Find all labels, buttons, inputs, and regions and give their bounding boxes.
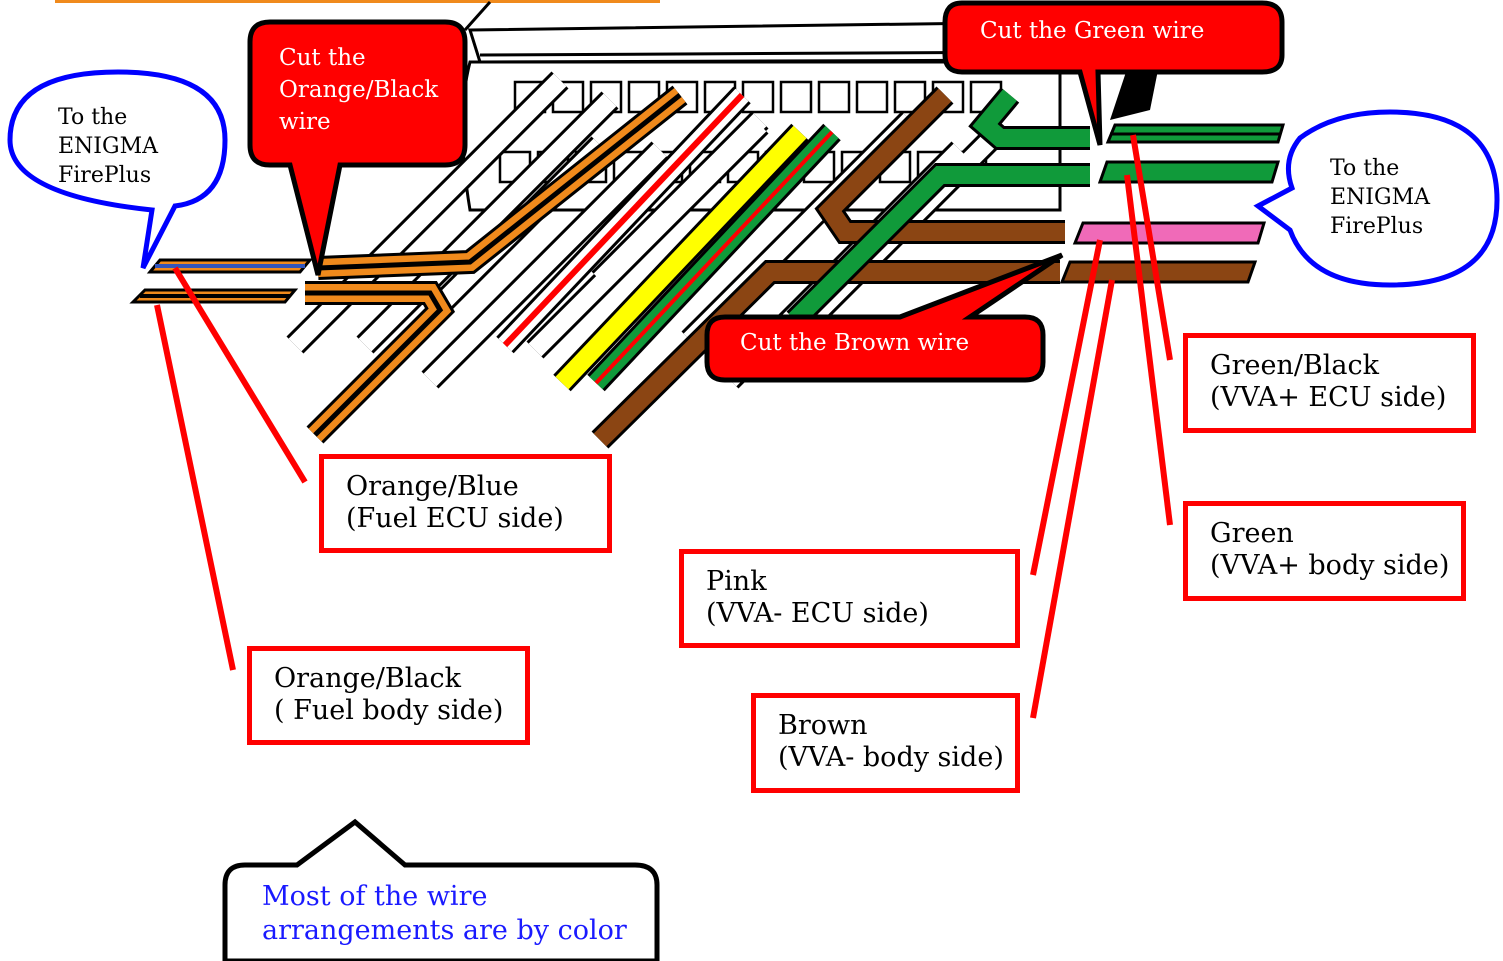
label-brown: Brown(VVA- body side) xyxy=(751,693,1020,793)
callout-orange-black-shape xyxy=(247,19,468,276)
pink-wire-stub xyxy=(1072,221,1267,245)
callout-orange-black-text: Cut the Orange/Black wire xyxy=(279,45,439,135)
label-pink: Pink(VVA- ECU side) xyxy=(679,549,1020,648)
yellow-wire xyxy=(553,123,809,392)
label-orange-black: Orange/Black( Fuel body side) xyxy=(247,646,530,745)
orange-blue-wire-stub xyxy=(146,258,314,274)
callout-brown-text: Cut the Brown wire xyxy=(740,330,970,356)
orange-black-wire-ecu xyxy=(317,85,688,280)
callout-brown-shape xyxy=(704,252,1064,383)
callout-green-text: Cut the Green wire xyxy=(980,18,1205,44)
note-bubble-shape xyxy=(222,818,660,961)
leader-lines xyxy=(154,134,1173,719)
black-cut-wire xyxy=(1110,60,1160,120)
label-green-black: Green/Black(VVA+ ECU side) xyxy=(1183,333,1476,433)
bubble-left-shape xyxy=(7,69,228,270)
callout-green-shape xyxy=(942,0,1285,146)
green-black-wire-stub xyxy=(1105,123,1286,144)
brown-wire-body xyxy=(591,260,1060,449)
green-wire-lower xyxy=(786,163,1090,329)
note-text: Most of the wire arrangements are by col… xyxy=(262,881,627,946)
top-orange-strip xyxy=(55,0,660,3)
bubble-right-text: To the ENIGMA FirePlus xyxy=(1330,156,1430,239)
orange-black-wire-stub xyxy=(129,288,299,304)
red-white-wire xyxy=(496,86,751,354)
green-wire-upper xyxy=(968,87,1090,150)
label-green: Green(VVA+ body side) xyxy=(1183,501,1466,601)
green-red-wire xyxy=(587,123,841,392)
label-orange-blue: Orange/Blue(Fuel ECU side) xyxy=(319,454,612,553)
green-wire-stub xyxy=(1097,160,1281,184)
bubble-right-shape xyxy=(1253,109,1500,288)
brown-wire-ecu xyxy=(814,86,1065,244)
bubble-left-text: To the ENIGMA FirePlus xyxy=(58,105,158,188)
orange-black-wire-body xyxy=(305,281,456,444)
